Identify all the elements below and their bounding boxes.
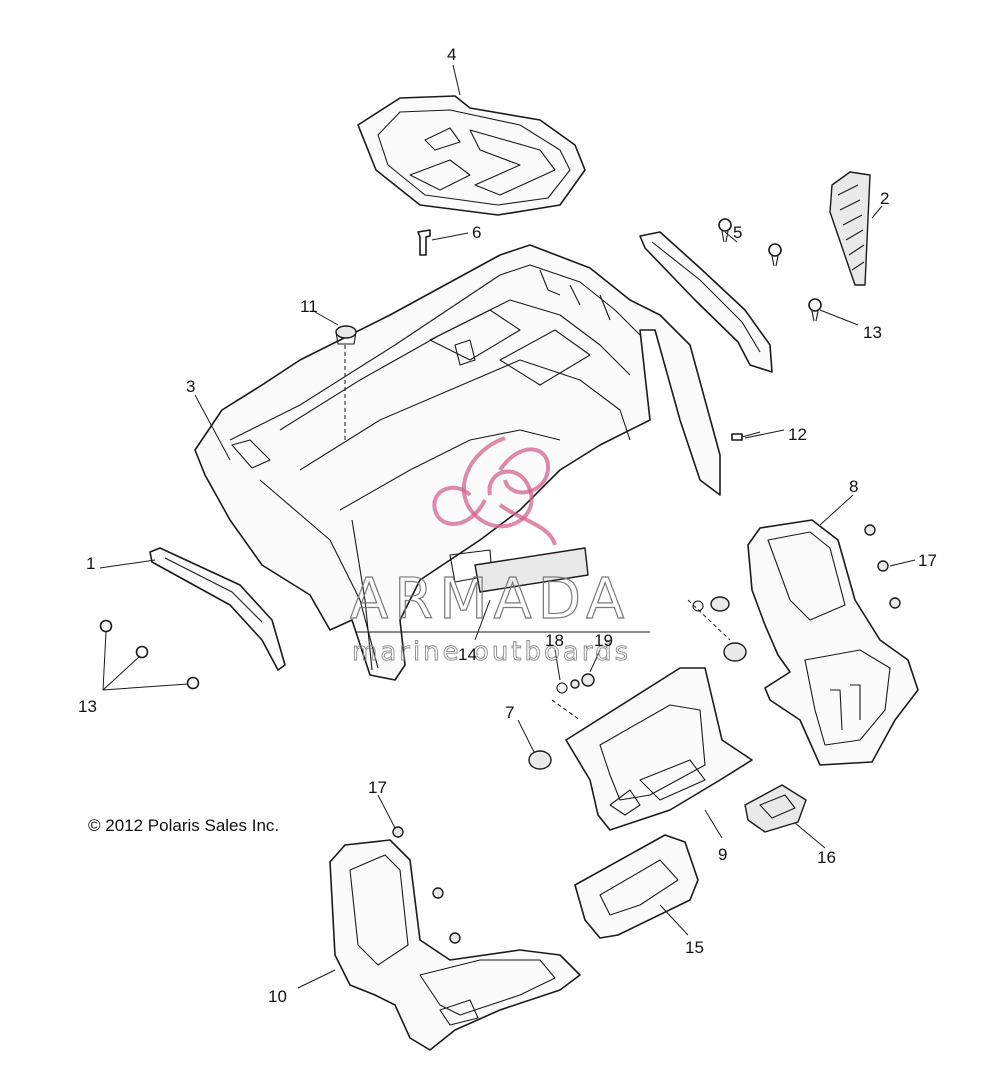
part-5-side-trim — [639, 231, 773, 373]
part-4-cover-plate — [357, 95, 586, 216]
callout-14: 14 — [458, 645, 477, 664]
callout-3: 3 — [186, 377, 195, 396]
part-13-push-clip-lower — [99, 619, 200, 690]
copyright-notice: © 2012 Polaris Sales Inc. — [88, 816, 280, 835]
callout-9: 9 — [718, 845, 727, 864]
callout-7: 7 — [505, 703, 514, 722]
callout-10: 10 — [268, 987, 287, 1006]
callout-11: 11 — [300, 297, 318, 316]
part-17-bolts — [392, 524, 901, 944]
part-6-pin — [417, 229, 431, 256]
part-1-left-trim — [149, 547, 286, 671]
callout-4: 4 — [447, 45, 456, 64]
callout-8: 8 — [849, 477, 858, 496]
part-11-grommet — [335, 325, 357, 345]
part-2-grille — [829, 171, 871, 286]
callout-13-upper: 13 — [863, 323, 882, 342]
callout-12: 12 — [788, 425, 807, 444]
part-9-center-tray — [565, 667, 753, 831]
callout-5: 5 — [733, 223, 742, 242]
leader-lines — [99, 64, 916, 989]
part-18-washer — [556, 600, 704, 694]
callout-13-lower: 13 — [78, 697, 97, 716]
callouts: 4 2 5 6 11 13 3 12 8 17 1 14 18 19 13 7 … — [78, 45, 937, 1006]
callout-6: 6 — [472, 223, 481, 242]
part-15-cover-panel — [574, 834, 699, 939]
part-19-nut — [570, 673, 595, 689]
watermark: ARMADA marine outboards — [349, 436, 650, 667]
part-16-latch — [744, 784, 807, 833]
callout-18: 18 — [545, 631, 564, 650]
callout-17-right: 17 — [918, 551, 937, 570]
callout-2: 2 — [880, 189, 889, 208]
part-12-screw — [731, 431, 761, 441]
callout-16: 16 — [817, 848, 836, 867]
watermark-logo — [432, 436, 557, 546]
part-10-floor-panel — [329, 839, 581, 1051]
callout-1: 1 — [86, 554, 95, 573]
part-7-grommet — [528, 596, 747, 770]
watermark-tagline: marine outboards — [352, 637, 631, 667]
callout-19: 19 — [594, 631, 613, 650]
callout-17-left: 17 — [368, 778, 387, 797]
part-8-storage-bin — [747, 519, 919, 766]
callout-15: 15 — [685, 938, 704, 957]
part-3-cargo-box — [194, 244, 721, 681]
watermark-brand: ARMADA — [350, 567, 630, 632]
part-13-push-clip-upper — [718, 218, 822, 322]
